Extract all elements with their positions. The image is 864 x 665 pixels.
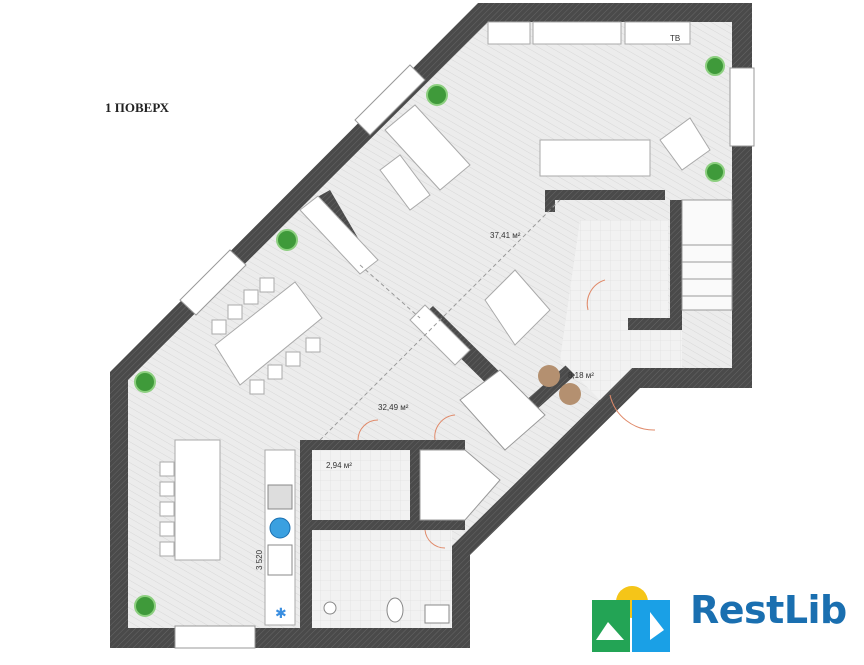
plant-icon (134, 595, 156, 617)
toilet-icon (386, 597, 404, 623)
dining-chairs (159, 277, 321, 557)
hall-room (560, 220, 682, 400)
furniture (174, 21, 711, 626)
plant-icon (276, 229, 298, 251)
room-area-storage: 2,94 м² (326, 461, 352, 470)
plant-icon (705, 162, 725, 182)
wardrobes (419, 369, 546, 521)
stove-icon (267, 484, 293, 510)
tv-label: ТВ (670, 34, 680, 43)
oven-icon (267, 544, 293, 576)
hanger-icon (559, 383, 581, 405)
plant-icon (426, 84, 448, 106)
zone-lines (319, 199, 561, 441)
tshirt-icon (538, 365, 560, 387)
room-area-hall: 8,18 м² (568, 371, 594, 380)
room-area-living: 37,41 м² (490, 231, 521, 240)
sink-icon (269, 517, 291, 539)
restlib-logo-icon (592, 586, 670, 652)
shower-icon (323, 601, 337, 615)
plant-icon (705, 56, 725, 76)
dimension-label: 3 520 (255, 549, 264, 570)
fridge-icon: ✱ (275, 605, 287, 621)
room-area-kitchen: 32,49 м² (378, 403, 409, 412)
bathroom-fixtures (323, 597, 450, 624)
windows (174, 64, 755, 649)
restlib-logo-text: RestLib (690, 588, 847, 632)
plant-icon (134, 371, 156, 393)
kitchen-appliances: ✱ (267, 484, 293, 621)
plants (134, 56, 725, 617)
storage-room (312, 450, 410, 520)
staircase (681, 199, 733, 311)
doors (357, 279, 656, 549)
floor-title: 1 ПОВЕРХ (105, 100, 170, 115)
washbasin-icon (424, 604, 450, 624)
